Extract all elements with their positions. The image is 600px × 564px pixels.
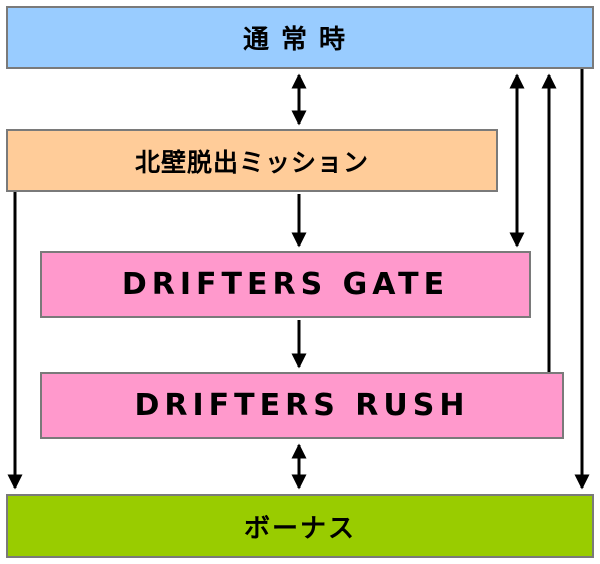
node-normal-mode: 通常時 (6, 6, 594, 69)
node-drifters-rush-label: DRIFTERS RUSH (134, 388, 470, 423)
node-north-wall-mission-label: 北壁脱出ミッション (134, 147, 369, 177)
node-drifters-gate: DRIFTERS GATE (40, 251, 531, 318)
node-bonus-label: ボーナス (243, 513, 356, 544)
node-drifters-rush: DRIFTERS RUSH (40, 372, 564, 439)
node-bonus: ボーナス (6, 494, 594, 558)
node-north-wall-mission: 北壁脱出ミッション (6, 129, 498, 192)
node-drifters-gate-label: DRIFTERS GATE (121, 267, 450, 302)
node-normal-mode-label: 通常時 (242, 25, 357, 55)
